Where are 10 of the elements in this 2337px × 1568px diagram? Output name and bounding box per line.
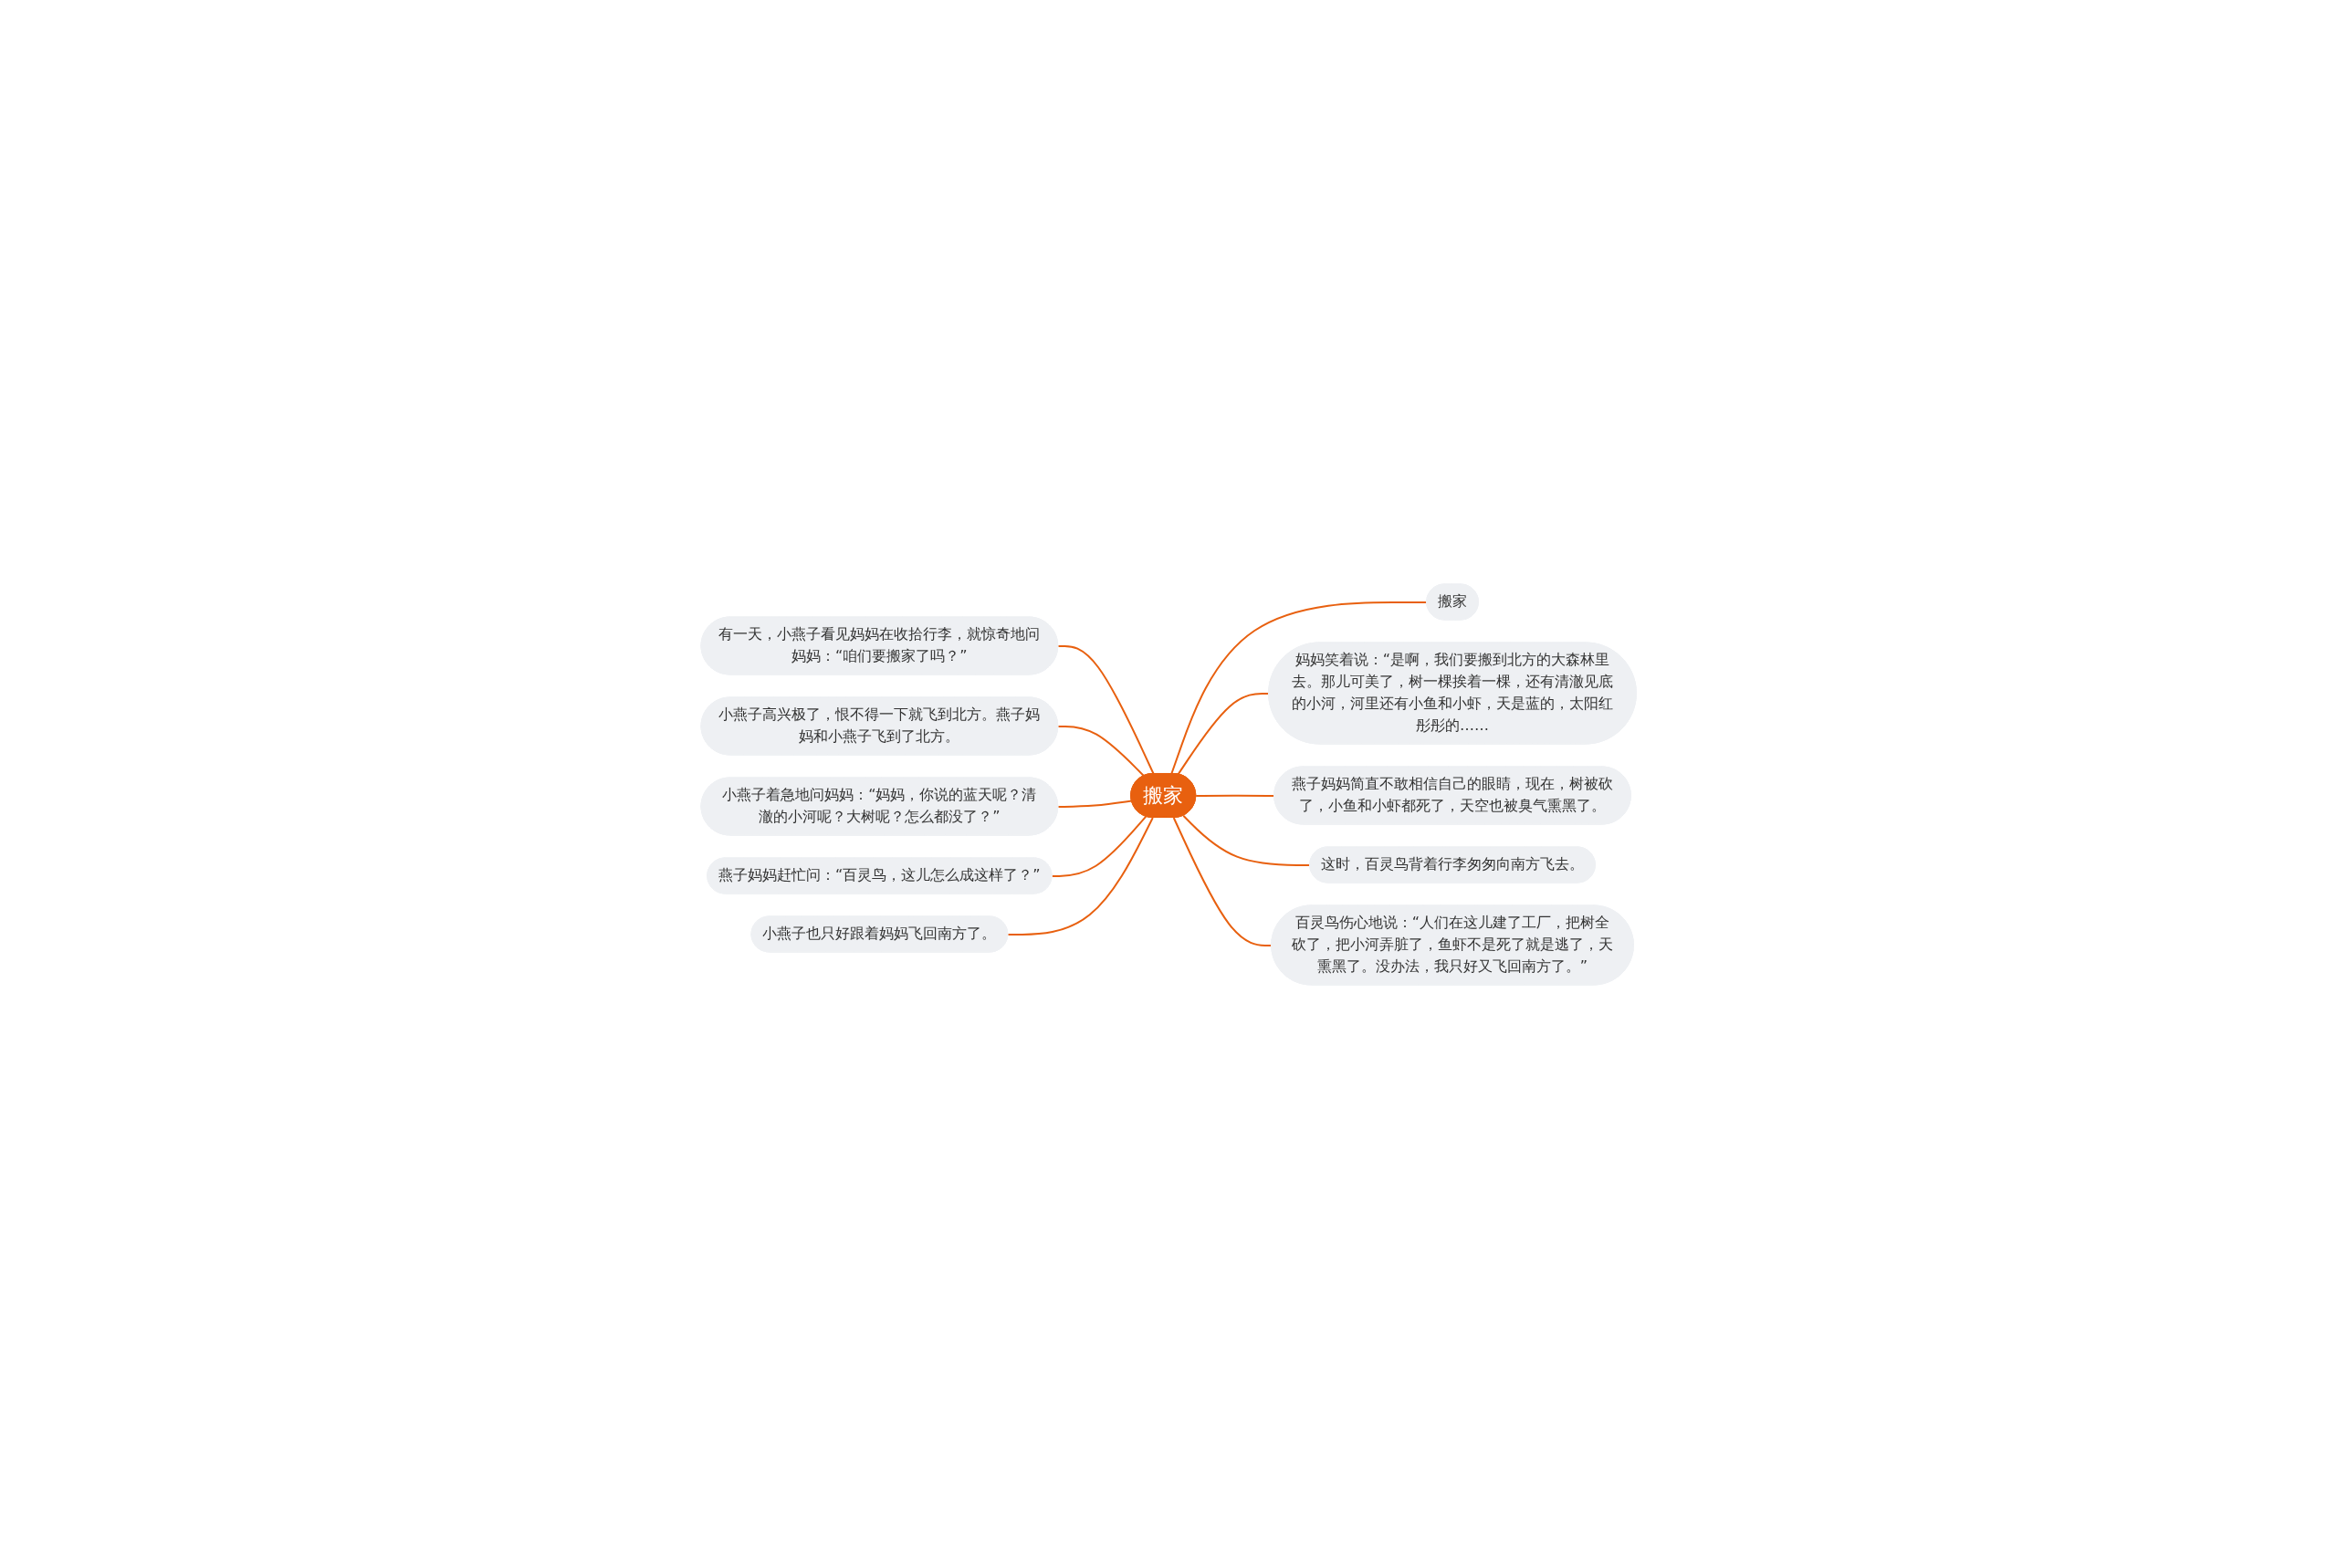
connector [1057,800,1133,808]
connector [1057,725,1145,777]
connector [1170,601,1428,775]
connector [1057,644,1155,775]
connector [1051,815,1148,877]
connector [1007,816,1154,936]
connector [1195,794,1275,797]
connector [1182,814,1311,866]
connector [1172,816,1273,946]
connector [1177,692,1270,775]
